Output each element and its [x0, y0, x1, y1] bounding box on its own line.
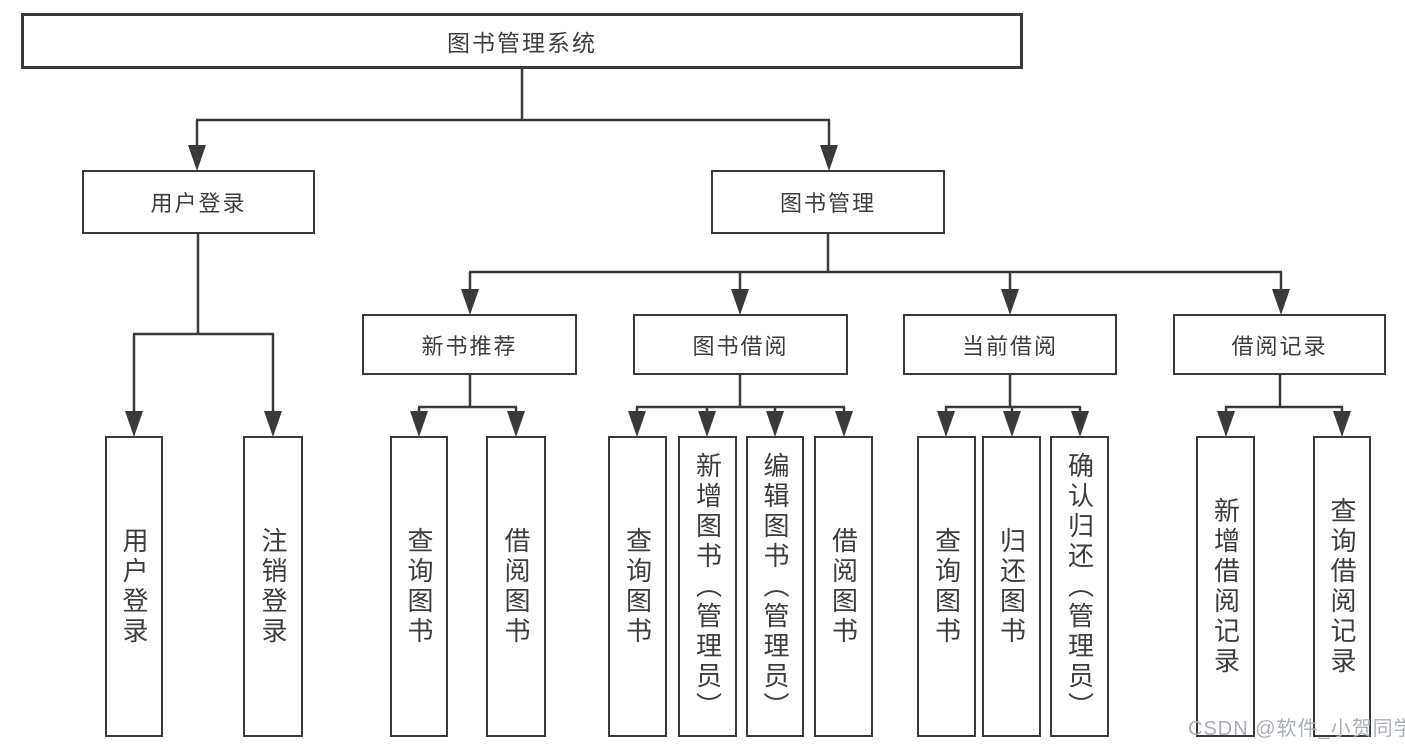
leaf-query-books-current: 查询图书 [917, 436, 976, 737]
leaf-confirm-return-admin: 确认归还（管理员） [1050, 436, 1109, 737]
csdn-watermark: CSDN @软件_小贺同学 [1188, 718, 1405, 740]
node-current-borrowing: 当前借阅 [903, 314, 1117, 375]
node-user-login: 用户登录 [82, 170, 315, 234]
leaf-query-books-recommend: 查询图书 [390, 436, 448, 737]
leaf-edit-books-admin: 编辑图书（管理员） [746, 436, 804, 737]
node-borrowing-records: 借阅记录 [1173, 314, 1386, 375]
leaf-borrow-books-recommend: 借阅图书 [486, 436, 546, 737]
node-library-management-system: 图书管理系统 [21, 13, 1023, 69]
leaf-add-borrow-record: 新增借阅记录 [1196, 436, 1255, 737]
node-book-borrowing: 图书借阅 [633, 314, 848, 375]
node-book-management: 图书管理 [711, 170, 945, 234]
leaf-logout: 注销登录 [243, 436, 303, 737]
node-new-book-recommendation: 新书推荐 [362, 314, 577, 375]
leaf-return-books: 归还图书 [982, 436, 1041, 737]
leaf-borrow-books: 借阅图书 [814, 436, 873, 737]
leaf-query-books-borrow: 查询图书 [608, 436, 667, 737]
arrowhead-icons [125, 145, 1351, 437]
leaf-user-login: 用户登录 [105, 436, 163, 737]
leaf-add-books-admin: 新增图书（管理员） [678, 436, 737, 737]
leaf-query-borrow-record: 查询借阅记录 [1313, 436, 1371, 737]
